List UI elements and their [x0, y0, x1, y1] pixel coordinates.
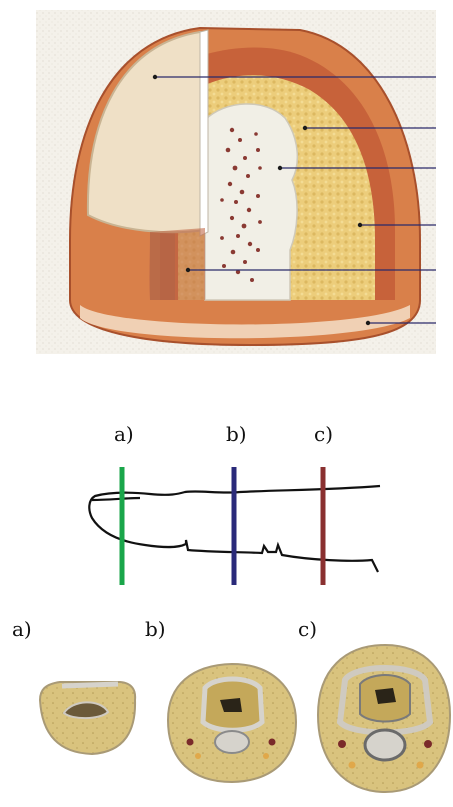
bone-marrow	[220, 127, 262, 282]
finger-sketch	[88, 484, 381, 573]
section-label-a: a)	[12, 617, 32, 641]
section-label-c: c)	[298, 617, 318, 641]
nail-plate	[86, 30, 206, 234]
sketch-label-a: a)	[114, 422, 134, 446]
sketch-label-b: b)	[226, 422, 247, 446]
cross-section-b	[166, 662, 298, 784]
leader-lines	[155, 76, 436, 324]
distal-phalanx	[204, 103, 299, 301]
section-label-b: b)	[145, 617, 166, 641]
nail-bed	[149, 228, 205, 300]
cross-section-c	[316, 643, 452, 794]
nail-outline	[91, 496, 141, 502]
skin-rim	[80, 305, 410, 339]
sketch-label-c: c)	[314, 422, 334, 446]
leader-dots	[152, 74, 371, 326]
cross-section-a	[38, 681, 137, 756]
fingertip-cutaway-illustration	[36, 10, 436, 354]
finger-outline	[88, 484, 381, 573]
nail-edge	[199, 29, 209, 237]
